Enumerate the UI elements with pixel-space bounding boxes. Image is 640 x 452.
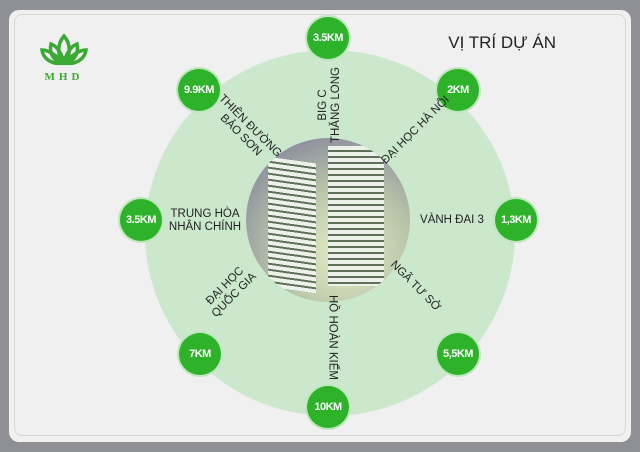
label-line: HỒ HOÀN KIẾM (326, 295, 339, 380)
tower-right (328, 146, 384, 286)
project-photo (246, 138, 410, 302)
location-label-vanh-dai-3: VÀNH ĐAI 3 (412, 214, 492, 227)
label-line: THĂNG LONG (330, 66, 342, 144)
distance-badge: 2KM (437, 69, 479, 111)
distance-badge: 1,3KM (495, 199, 537, 241)
logo: MHD (32, 32, 96, 83)
distance-badge: 10KM (307, 386, 349, 428)
label-line: VÀNH ĐAI 3 (420, 214, 484, 226)
distance-badge: 5,5KM (437, 333, 479, 375)
distance-badge: 3.5KM (307, 17, 349, 59)
distance-badge: 9.9KM (178, 69, 220, 111)
page-title: VỊ TRÍ DỰ ÁN (448, 33, 556, 52)
location-label-ho-hoan-kiem: HỒ HOÀN KIẾM (326, 286, 339, 390)
tower-left (268, 156, 316, 294)
lotus-icon (40, 33, 88, 66)
label-line: NHÂN CHÍNH (168, 221, 242, 233)
label-line: TRUNG HÒA (170, 208, 240, 220)
logo-text: MHD (44, 71, 84, 83)
distance-badge: 7KM (179, 333, 221, 375)
label-line: BIG C (317, 89, 329, 121)
distance-badge: 3.5KM (120, 199, 162, 241)
